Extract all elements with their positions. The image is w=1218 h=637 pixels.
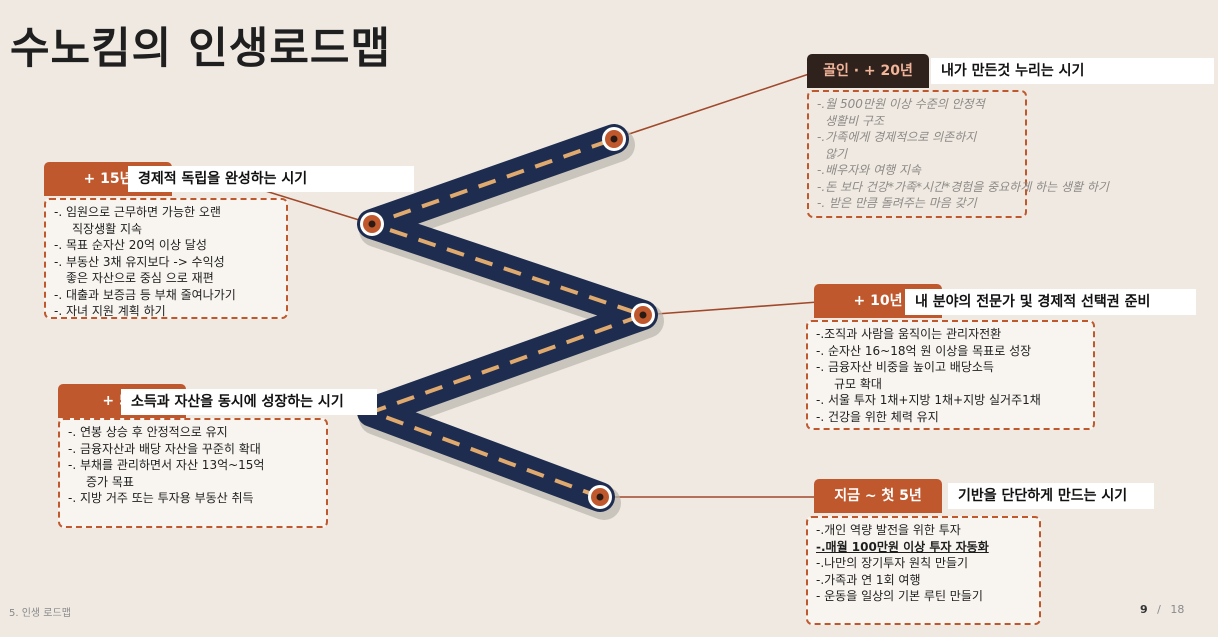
list-item: -. 받은 만큼 돌려주는 마음 갖기 bbox=[817, 196, 977, 210]
stage-label-20y: 내가 만든것 누리는 시기 bbox=[931, 58, 1214, 84]
stage-box-20y: -.월 500만원 이상 수준의 안정적 생활비 구조 -.가족에게 경제적으로… bbox=[807, 90, 1109, 218]
list-item: -. 지방 거주 또는 투자용 부동산 취득 bbox=[68, 491, 254, 505]
list-item: 규모 확대 bbox=[834, 376, 882, 391]
stage-box-5y: -. 연봉 상승 후 안정적으로 유지 -. 금융자산과 배당 자산을 꾸준히 … bbox=[58, 418, 328, 528]
list-item: -. 순자산 16~18억 원 이상을 목표로 성장 bbox=[816, 343, 1032, 358]
milestone-marker-15y bbox=[360, 212, 384, 236]
list-item: -.개인 역량 발전을 위한 투자 bbox=[816, 523, 961, 537]
stage-box-10y: -.조직과 사람을 움직이는 관리자전환 -. 순자산 16~18억 원 이상을… bbox=[806, 320, 1095, 430]
list-item: -.나만의 장기투자 원칙 만들기 bbox=[816, 556, 969, 570]
list-item: -. 자녀 지원 계획 하기 bbox=[54, 304, 166, 318]
connector-line-20y bbox=[613, 71, 816, 140]
total-pages: 18 bbox=[1170, 603, 1185, 616]
current-page: 9 bbox=[1140, 603, 1148, 616]
page-title: 수노킴의 인생로드맵 bbox=[10, 24, 392, 74]
list-item: -.배우자와 여행 지속 bbox=[817, 163, 922, 177]
list-item: 직장생활 지속 bbox=[72, 221, 143, 236]
stage-label-15y: 경제적 독립을 완성하는 시기 bbox=[128, 166, 414, 192]
list-item: -.가족에게 경제적으로 의존하지 bbox=[817, 130, 977, 144]
list-item-highlight: -.매월 100만원 이상 투자 자동화 bbox=[816, 539, 989, 554]
stage-tab-now: 지금 ~ 첫 5년 bbox=[814, 479, 942, 513]
list-item: -. 금융자산 비중을 높이고 배당소득 bbox=[816, 360, 994, 374]
milestone-marker-now bbox=[588, 485, 612, 509]
list-item: -. 연봉 상승 후 안정적으로 유지 bbox=[68, 425, 228, 439]
list-item: -. 건강을 위한 체력 유지 bbox=[816, 409, 939, 424]
road-center-dash bbox=[365, 137, 650, 499]
stage-box-15y: -. 임원으로 근무하면 가능한 오랜 직장생활 지속 -. 목표 순자산 20… bbox=[44, 198, 288, 319]
list-item: -. 목표 순자산 20억 이상 달성 bbox=[54, 238, 207, 252]
footer-section-label: 5. 인생 로드맵 bbox=[9, 608, 71, 619]
list-item: -.월 500만원 이상 수준의 안정적 bbox=[817, 97, 985, 111]
page-separator: / bbox=[1157, 603, 1161, 616]
page-number: 9 / 18 bbox=[1140, 603, 1184, 616]
list-item: - 운동을 일상의 기본 루틴 만들기 bbox=[816, 589, 983, 603]
milestone-marker-20y bbox=[602, 127, 626, 151]
list-item: 증가 목표 bbox=[86, 474, 134, 489]
connector-line-10y bbox=[642, 301, 819, 316]
stage-label-5y: 소득과 자산을 동시에 성장하는 시기 bbox=[121, 389, 377, 415]
list-item: -. 서울 투자 1채+지방 1채+지방 실거주1채 bbox=[816, 393, 1041, 407]
stage-label-now: 기반을 단단하게 만드는 시기 bbox=[948, 483, 1154, 509]
list-item: -. 대출과 보증금 등 부채 줄여나가기 bbox=[54, 287, 236, 302]
list-item: -. 임원으로 근무하면 가능한 오랜 bbox=[54, 205, 221, 219]
list-item: -.가족과 연 1회 여행 bbox=[816, 572, 921, 587]
list-item: 좋은 자산으로 중심 으로 재편 bbox=[66, 271, 214, 285]
list-item: 생활비 구조 bbox=[825, 113, 885, 128]
list-item: -.돈 보다 건강*가족*시간*경험을 중요하게 하는 생활 하기 bbox=[817, 179, 1109, 194]
stage-tab-20y: 골인 · + 20년 bbox=[807, 54, 929, 88]
stage-box-now: -.개인 역량 발전을 위한 투자 -.매월 100만원 이상 투자 자동화 -… bbox=[806, 516, 1041, 625]
milestone-marker-10y bbox=[631, 303, 655, 327]
list-item: -.조직과 사람을 움직이는 관리자전환 bbox=[816, 327, 1002, 341]
stage-label-10y: 내 분야의 전문가 및 경제적 선택권 준비 bbox=[905, 289, 1196, 315]
list-item: -. 부동산 3채 유지보다 -> 수익성 bbox=[54, 254, 225, 269]
list-item: -. 금융자산과 배당 자산을 꾸준히 확대 bbox=[68, 441, 261, 456]
list-item: -. 부채를 관리하면서 자산 13억~15억 bbox=[68, 458, 265, 472]
list-item: 않기 bbox=[825, 146, 848, 161]
